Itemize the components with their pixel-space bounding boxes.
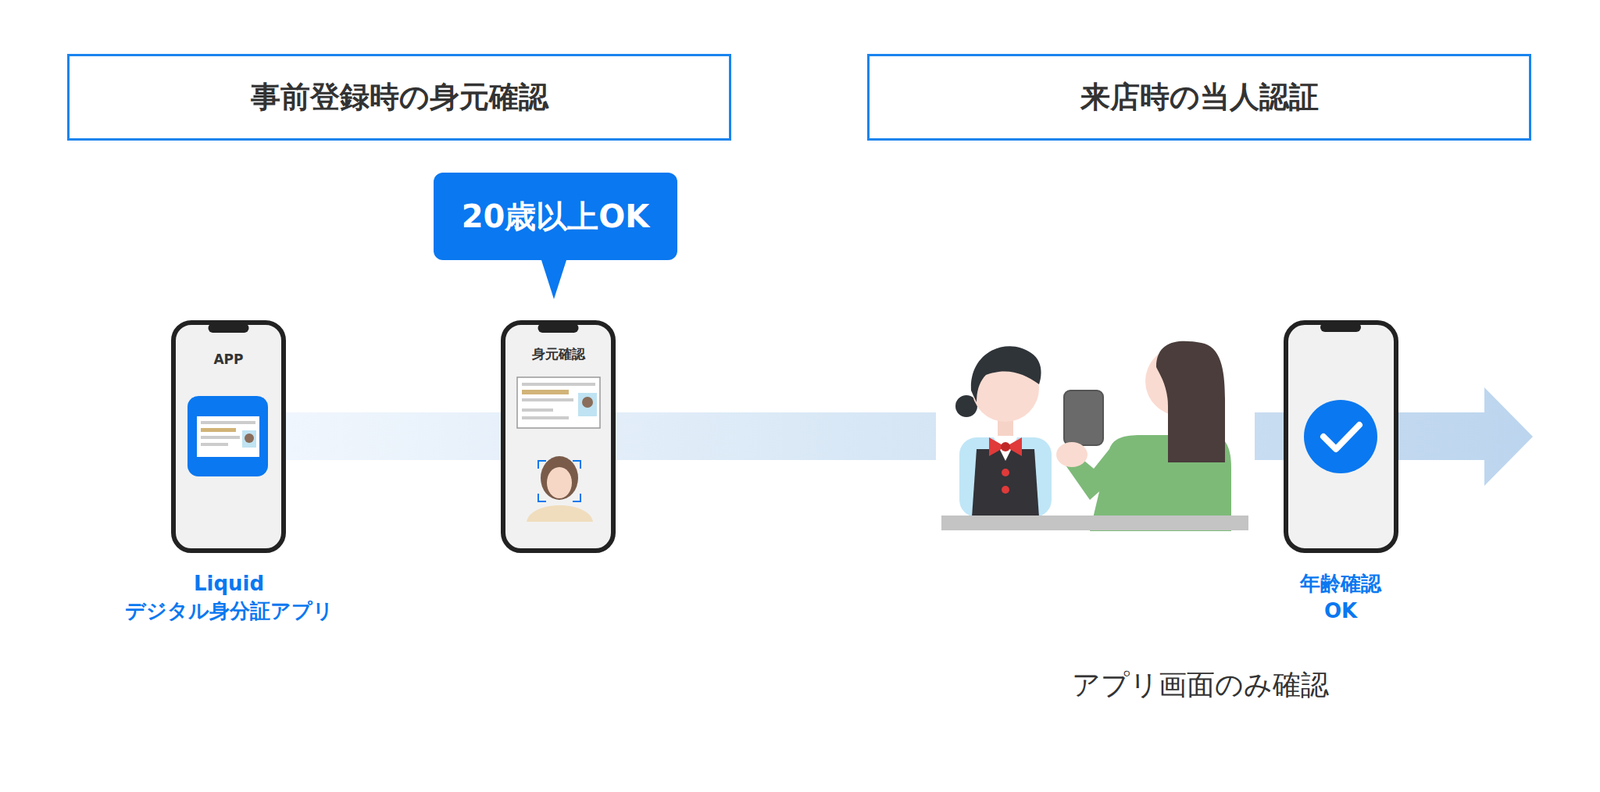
- app-icon: [187, 396, 268, 477]
- card-line: [200, 442, 229, 447]
- staff-button: [1001, 485, 1010, 494]
- customer-hair: [1156, 341, 1225, 463]
- card-photo: [582, 396, 593, 408]
- card-line: [200, 421, 256, 425]
- id-card: [517, 377, 600, 429]
- selfie-hair: [540, 456, 579, 500]
- phone-notch: [1320, 322, 1361, 333]
- phone-screen: APP: [171, 320, 286, 554]
- card-line: [521, 408, 554, 412]
- face-frame: [538, 493, 547, 502]
- phone-notch: [538, 325, 579, 333]
- selfie-body: [526, 505, 593, 522]
- check-mark: [1323, 425, 1360, 450]
- box-text: 来店時の当人認証: [1080, 77, 1319, 118]
- id-card: [196, 416, 260, 458]
- note-text: アプリ画面のみ確認: [1071, 666, 1329, 705]
- section-header: 事前登録時の身元確認: [67, 53, 732, 141]
- card-line: [521, 382, 596, 386]
- counter: [941, 515, 1249, 531]
- callout-bubble: 20歳以上OK: [433, 172, 678, 261]
- phone-notch: [208, 325, 250, 333]
- customer-phone: [1064, 390, 1104, 446]
- section-header: 来店時の当人認証: [867, 53, 1532, 141]
- card-line: [521, 398, 574, 402]
- phone-screen: 身元確認: [500, 320, 616, 554]
- caption-text: 年齢確認 OK: [1300, 570, 1382, 625]
- card-photo: [244, 433, 254, 443]
- card-line: [521, 389, 569, 395]
- box-text: 事前登録時の身元確認: [250, 77, 549, 118]
- staff-shirt: [959, 437, 1052, 518]
- face-frame: [572, 493, 581, 502]
- customer-hand: [1056, 442, 1088, 468]
- check-circle: [1303, 400, 1378, 474]
- card-line: [200, 435, 240, 440]
- card-photo: [242, 430, 257, 448]
- screen-title: APP: [175, 351, 282, 368]
- face-frame: [572, 460, 581, 469]
- screen-title: 身元確認: [505, 345, 611, 364]
- phone-body: [1285, 322, 1397, 551]
- staff-button: [1001, 468, 1010, 477]
- result-phone: [1285, 322, 1397, 551]
- card-line: [200, 428, 236, 433]
- card-line: [521, 416, 569, 420]
- callout-tail: [540, 257, 568, 300]
- box-text: 20歳以上OK: [461, 195, 650, 239]
- card-photo: [578, 392, 597, 417]
- counter-scene: [941, 341, 1249, 532]
- caption-text: Liquid デジタル身分証アプリ: [125, 570, 334, 625]
- staff-bow: [1000, 442, 1011, 452]
- selfie-face: [546, 467, 572, 499]
- face-frame: [538, 460, 547, 469]
- staff-hair: [971, 346, 1042, 403]
